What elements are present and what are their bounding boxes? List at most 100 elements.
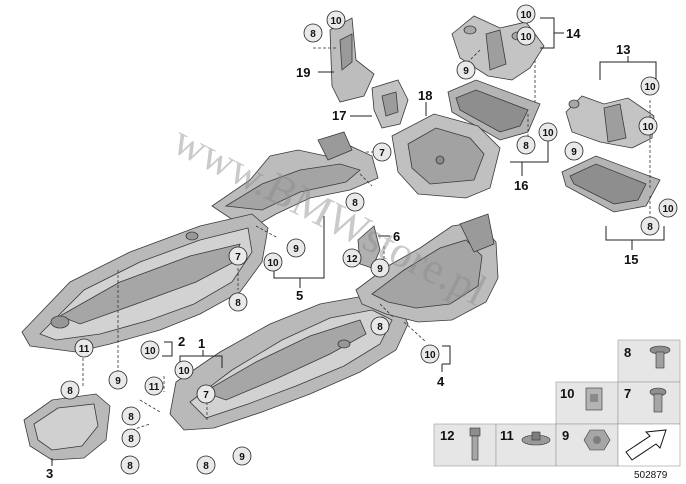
part-number-13: 13 [616,42,630,57]
svg-text:9: 9 [293,244,299,255]
svg-text:11: 11 [149,382,160,393]
callout: 10 [538,122,558,142]
legend-cell-10: 10 [555,381,619,425]
callout: 8 [640,216,660,236]
callout: 10 [263,252,283,272]
svg-text:10: 10 [642,122,654,133]
svg-text:8: 8 [352,198,358,209]
hex-nut-icon [583,429,611,451]
svg-text:10: 10 [520,32,532,43]
callout: 8 [60,380,80,400]
svg-text:7: 7 [624,386,631,401]
part-number-16: 16 [514,178,528,193]
callout: 10 [140,340,160,360]
screw-icon [649,345,671,369]
callout: 10 [516,4,536,24]
part-number-1: 1 [198,336,205,351]
legend-cell-9: 9 [555,423,619,467]
legend-cell-8: 8 [617,339,681,383]
svg-text:9: 9 [115,376,121,387]
callout: 8 [228,292,248,312]
svg-text:10: 10 [267,258,279,269]
callout: 9 [108,370,128,390]
svg-text:9: 9 [463,66,469,77]
callout: 10 [638,116,658,136]
callout: 9 [564,141,584,161]
callouts: 8 10 10 10 9 10 10 9 10 8 10 8 7 8 9 10 … [60,4,678,475]
part-number-3: 3 [46,466,53,481]
svg-text:8: 8 [128,412,134,423]
callout: 10 [420,344,440,364]
direction-arrow-icon [625,429,667,461]
part-number-19: 19 [296,65,310,80]
legend-cell-7: 7 [617,381,681,425]
callout: 8 [345,192,365,212]
legend-cell-12: 12 [433,423,497,467]
part-17-bracket [371,79,409,129]
callout: 10 [516,26,536,46]
svg-text:8: 8 [523,141,529,152]
svg-text:10: 10 [144,346,156,357]
fastener-legend: 8 10 7 12 [433,339,681,467]
svg-text:8: 8 [128,434,134,445]
svg-text:9: 9 [562,428,569,443]
svg-text:8: 8 [127,461,133,472]
rivet-icon [649,387,667,413]
callout: 9 [370,258,390,278]
part-2-underbody-left [21,213,269,353]
callout: 8 [120,455,140,475]
svg-text:10: 10 [662,204,674,215]
svg-text:8: 8 [377,322,383,333]
svg-text:10: 10 [330,16,342,27]
part-number-15: 15 [624,252,638,267]
svg-text:12: 12 [346,254,358,265]
callout: 8 [370,316,390,336]
svg-text:10: 10 [178,366,190,377]
callout: 8 [196,455,216,475]
svg-text:10: 10 [424,350,436,361]
svg-text:8: 8 [624,345,631,360]
svg-text:8: 8 [647,222,653,233]
callout: 9 [232,446,252,466]
part-number-6: 6 [393,229,400,244]
callout: 7 [228,246,248,266]
part-number-5: 5 [296,288,303,303]
part-18-shield [391,113,501,199]
legend-cell-arrow [617,423,681,467]
svg-text:7: 7 [203,390,209,401]
svg-text:10: 10 [542,128,554,139]
bolt-icon [469,427,481,461]
callout: 11 [144,376,164,396]
callout: 7 [196,384,216,404]
callout: 7 [372,142,392,162]
svg-text:12: 12 [440,428,454,443]
svg-text:11: 11 [500,428,514,443]
legend-cell-11: 11 [495,423,557,467]
svg-text:7: 7 [235,252,241,263]
callout: 8 [121,428,141,448]
callout: 9 [456,60,476,80]
svg-text:10: 10 [560,386,574,401]
part-3-panel [23,393,111,461]
callout: 9 [286,238,306,258]
part-numbers: 19 17 18 14 13 16 15 5 6 2 1 4 3 [46,26,638,481]
washer-nut-icon [521,431,551,446]
part-5-crossmember [211,131,379,231]
clip-nut-icon [585,387,603,411]
part-1-underbody-right [169,295,409,431]
svg-text:11: 11 [79,344,90,355]
svg-text:8: 8 [310,29,316,40]
part-13-cover [565,95,655,149]
svg-text:9: 9 [571,147,577,158]
callout: 8 [121,406,141,426]
svg-text:8: 8 [203,461,209,472]
callout: 10 [640,76,660,96]
callout: 10 [658,198,678,218]
document-number: 502879 [634,470,668,481]
part-number-18: 18 [418,88,432,103]
part-number-14: 14 [566,26,581,41]
dashed-leaders [82,47,651,431]
svg-text:9: 9 [239,452,245,463]
callout: 11 [74,338,94,358]
